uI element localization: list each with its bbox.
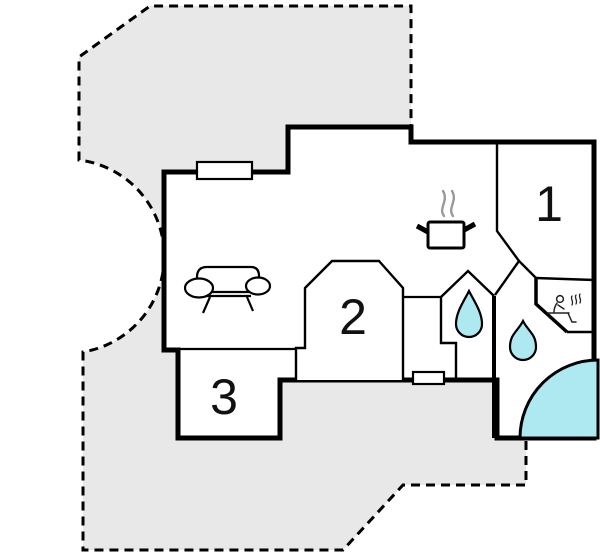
hall-bathroom-diagonal bbox=[494, 260, 520, 296]
sauna-left-wall bbox=[534, 278, 569, 334]
window-bottom bbox=[411, 370, 446, 386]
window-top bbox=[195, 160, 254, 181]
room-1-label: 1 bbox=[535, 176, 563, 232]
room2-walls bbox=[294, 259, 405, 380]
sauna-top-wall bbox=[535, 276, 595, 282]
water-drop-icon-shower bbox=[454, 288, 484, 339]
shower-room-peak-walls bbox=[440, 269, 495, 298]
sofa-icon bbox=[183, 265, 272, 314]
room-2-label: 2 bbox=[339, 289, 367, 345]
cooking-pot-icon bbox=[415, 189, 477, 250]
room-3-label: 3 bbox=[210, 369, 238, 425]
steam-icon bbox=[440, 189, 456, 218]
water-drop-icon-bath bbox=[508, 318, 538, 362]
corner-bathtub-icon bbox=[518, 358, 600, 440]
room1-partition bbox=[495, 142, 537, 279]
shower-room-left-wall bbox=[439, 297, 458, 380]
sauna-person-icon bbox=[547, 293, 582, 323]
